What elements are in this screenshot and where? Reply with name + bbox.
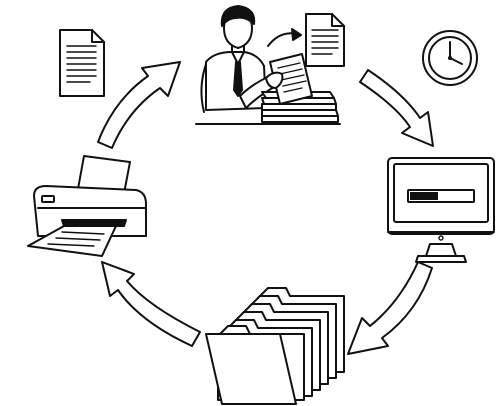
document-icon xyxy=(60,30,104,96)
arrow-left-up xyxy=(98,62,180,148)
printer-icon xyxy=(28,156,146,256)
arrow-right-down xyxy=(348,262,432,354)
clock-icon xyxy=(423,31,477,85)
file-folders-icon xyxy=(206,288,344,404)
person-sorting-papers-icon xyxy=(196,6,340,124)
document-icon xyxy=(306,14,344,66)
computer-monitor-progress-icon xyxy=(388,158,494,262)
small-curved-arrow xyxy=(268,29,301,46)
arrow-bottom-left xyxy=(102,262,200,346)
progress-bar xyxy=(408,190,474,202)
arrow-top-right xyxy=(360,70,433,146)
held-paper xyxy=(270,54,312,104)
